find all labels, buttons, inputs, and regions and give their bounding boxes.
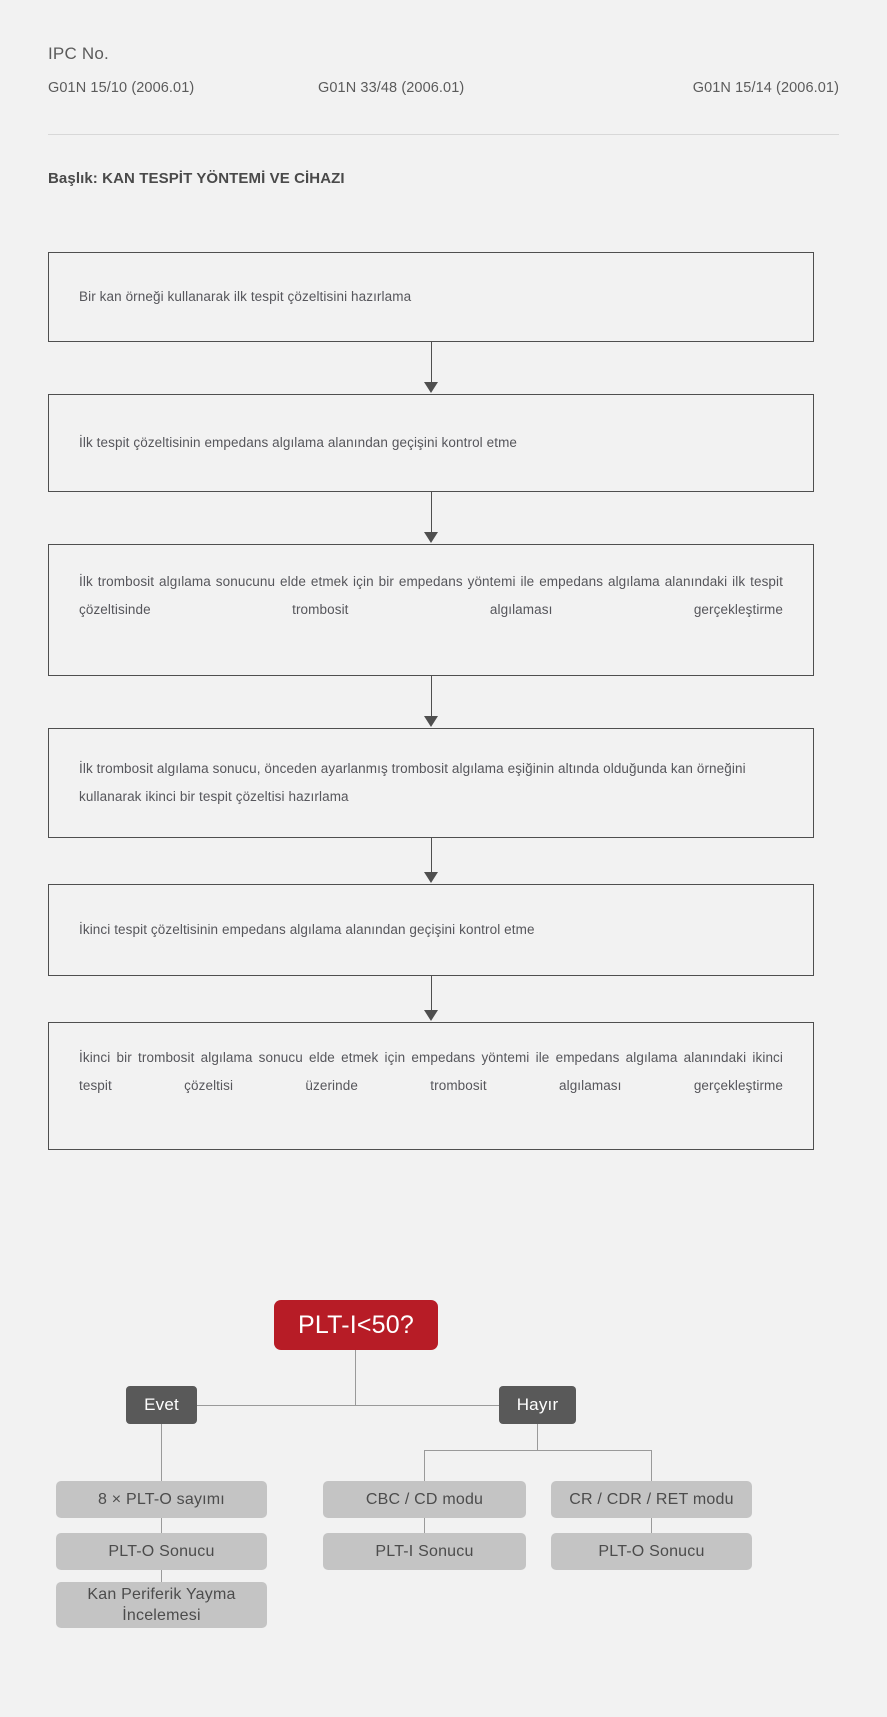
flow-arrow-5	[48, 976, 814, 1022]
flow-step-3-text: İlk trombosit algılama sonucunu elde etm…	[79, 574, 783, 617]
flow-step-2-text: İlk tespit çözeltisinin empedans algılam…	[79, 435, 518, 450]
process-flowchart: Bir kan örneği kullanarak ilk tespit çöz…	[48, 252, 814, 1150]
edge-decision-stem	[355, 1350, 356, 1406]
flow-step-5: İkinci tespit çözeltisinin empedans algı…	[48, 884, 814, 976]
arrow-line-icon	[430, 342, 432, 384]
edge-plto-result-down	[161, 1570, 162, 1582]
flow-step-4: İlk trombosit algılama sonucu, önceden a…	[48, 728, 814, 838]
flow-step-1: Bir kan örneği kullanarak ilk tespit çöz…	[48, 252, 814, 342]
arrow-head-icon	[424, 382, 438, 393]
edge-cbc-down	[424, 1518, 425, 1533]
flow-arrow-4	[48, 838, 814, 884]
flow-arrow-2	[48, 492, 814, 544]
branch-node-evet[interactable]: Evet	[126, 1386, 197, 1424]
ipc-code-3: G01N 15/14 (2006.01)	[692, 80, 839, 96]
flow-step-4-text: İlk trombosit algılama sonucu, önceden a…	[79, 761, 746, 804]
arrow-head-icon	[424, 716, 438, 727]
edge-plto-count-down	[161, 1518, 162, 1533]
result-node-cbc-cd-mode[interactable]: CBC / CD modu	[323, 1481, 526, 1518]
result-node-blood-smear[interactable]: Kan Periferik Yayma İncelemesi	[56, 1582, 267, 1628]
decision-tree: PLT-I<50? Evet Hayır 8 × PLT-O sayımı CB…	[56, 1300, 831, 1640]
flow-step-6-text: İkinci bir trombosit algılama sonucu eld…	[79, 1050, 783, 1093]
edge-hayir-left-drop	[424, 1450, 425, 1481]
edge-branch-bus	[161, 1405, 533, 1406]
flow-step-3: İlk trombosit algılama sonucunu elde etm…	[48, 544, 814, 676]
arrow-head-icon	[424, 532, 438, 543]
flow-step-6: İkinci bir trombosit algılama sonucu eld…	[48, 1022, 814, 1150]
result-node-plti-result[interactable]: PLT-I Sonucu	[323, 1533, 526, 1570]
result-node-plto-count[interactable]: 8 × PLT-O sayımı	[56, 1481, 267, 1518]
arrow-line-icon	[430, 976, 432, 1012]
flow-step-1-text: Bir kan örneği kullanarak ilk tespit çöz…	[79, 289, 412, 304]
branch-node-hayir[interactable]: Hayır	[499, 1386, 576, 1424]
result-node-plto-result-right[interactable]: PLT-O Sonucu	[551, 1533, 752, 1570]
edge-evet-down	[161, 1424, 162, 1481]
ipc-code-2: G01N 33/48 (2006.01)	[318, 80, 465, 96]
arrow-line-icon	[430, 492, 432, 534]
flow-arrow-3	[48, 676, 814, 728]
ipc-label: IPC No.	[48, 44, 109, 63]
arrow-line-icon	[430, 838, 432, 874]
edge-hayir-down	[537, 1424, 538, 1450]
header: IPC No. G01N 15/10 (2006.01) G01N 33/48 …	[48, 44, 839, 96]
result-node-cr-cdr-ret-mode[interactable]: CR / CDR / RET modu	[551, 1481, 752, 1518]
arrow-line-icon	[430, 676, 432, 718]
edge-hayir-right-drop	[651, 1450, 652, 1481]
arrow-head-icon	[424, 872, 438, 883]
edge-cr-down	[651, 1518, 652, 1533]
edge-hayir-split-bus	[424, 1450, 652, 1451]
arrow-head-icon	[424, 1010, 438, 1021]
flow-arrow-1	[48, 342, 814, 394]
page-title: Başlık: KAN TESPİT YÖNTEMİ VE CİHAZI	[48, 170, 345, 187]
decision-node-plt[interactable]: PLT-I<50?	[274, 1300, 438, 1350]
flow-step-2: İlk tespit çözeltisinin empedans algılam…	[48, 394, 814, 492]
ipc-code-row: G01N 15/10 (2006.01) G01N 33/48 (2006.01…	[48, 80, 839, 96]
ipc-code-1: G01N 15/10 (2006.01)	[48, 80, 195, 96]
result-node-plto-result-left[interactable]: PLT-O Sonucu	[56, 1533, 267, 1570]
flow-step-5-text: İkinci tespit çözeltisinin empedans algı…	[79, 922, 535, 937]
header-divider	[48, 134, 839, 135]
